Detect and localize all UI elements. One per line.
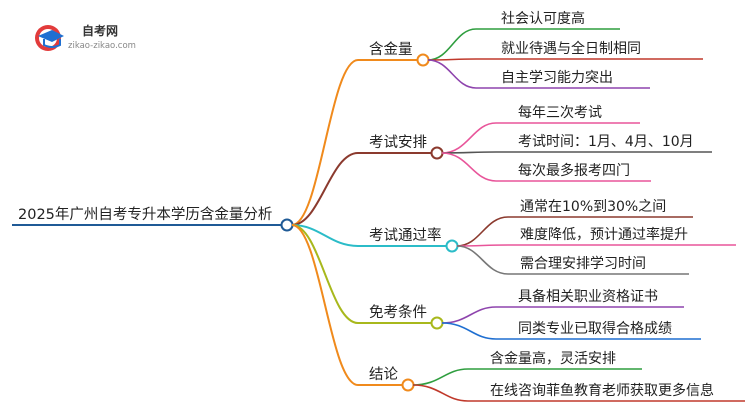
root-label: 2025年广州自考专升本学历含金量分析 [18,206,272,223]
root-node: 2025年广州自考专升本学历含金量分析 [12,206,294,232]
leaf-label: 考试时间：1月、4月、10月 [518,134,694,150]
leaf-item: 每年三次考试 [441,105,640,154]
branch-curve [291,59,359,226]
leaf-curve [441,306,497,324]
branch-connector-dot [416,53,430,67]
branch-node: 结论 含金量高，灵活安排 在线咨询菲鱼教育老师获取更多信息 [291,224,745,402]
leaf-item: 需合理安排学习时间 [456,245,689,275]
leaf-label: 难度降低，预计通过率提升 [520,226,688,243]
leaf-curve [456,244,509,247]
branch-node: 免考条件 具备相关职业资格证书 同类专业已取得合格成绩 [291,224,701,340]
leaf-item: 考试时间：1月、4月、10月 [441,134,712,154]
leaf-label: 需合理安排学习时间 [520,256,646,272]
leaf-item: 就业待遇与全日制相同 [427,40,703,61]
leaf-curve [441,122,497,154]
leaf-label: 含金量高，灵活安排 [490,350,616,367]
leaf-label: 同类专业已取得合格成绩 [518,320,672,337]
brand-url: zikao-zikao.com [68,41,136,51]
leaf-item: 在线咨询菲鱼教育老师获取更多信息 [412,382,745,402]
leaf-curve [427,59,477,89]
leaf-label: 社会认可度高 [501,10,585,27]
branch-curve [291,152,359,226]
branch-connector-dot [430,146,444,160]
graduation-cap-icon [35,25,64,51]
branch-node: 考试通过率 通常在10%到30%之间 难度降低，预计通过率提升 需合理安排学习时… [291,199,736,275]
leaf-label: 自主学习能力突出 [501,70,613,86]
branch-label: 结论 [369,366,398,383]
leaf-curve [427,28,477,61]
branch-connector-dot [445,239,459,253]
branch-connector-dot [430,316,444,330]
leaf-curve [441,322,497,340]
brand-name: 自考网 [82,23,118,38]
branch-label: 考试通过率 [369,227,442,244]
branch-node: 含金量 社会认可度高 就业待遇与全日制相同 自主学习能力突出 [291,10,703,226]
branch-curve [291,224,359,324]
leaf-label: 具备相关职业资格证书 [518,288,658,305]
branch-label: 含金量 [369,41,413,58]
branch-label: 免考条件 [369,304,427,321]
leaf-curve [412,368,469,386]
leaf-curve [412,384,469,402]
leaf-curve [441,152,497,182]
branch-label: 考试安排 [369,134,427,151]
leaf-curve [456,216,509,247]
leaf-item: 每次最多报考四门 [441,152,651,182]
leaf-item: 自主学习能力突出 [427,59,650,89]
brand-logo: 自考网 zikao-zikao.com [35,23,136,51]
branch-node: 考试安排 每年三次考试 考试时间：1月、4月、10月 每次最多报考四门 [291,105,712,226]
leaf-label: 每次最多报考四门 [518,162,630,179]
leaf-item: 同类专业已取得合格成绩 [441,320,701,340]
leaf-label: 通常在10%到30%之间 [520,199,666,215]
leaf-item: 难度降低，预计通过率提升 [456,226,736,247]
leaf-item: 含金量高，灵活安排 [412,350,642,386]
root-connector-dot [280,218,294,232]
branch-curve [291,224,359,386]
branch-connector-dot [401,378,415,392]
leaf-item: 通常在10%到30%之间 [456,199,693,247]
leaf-label: 就业待遇与全日制相同 [501,40,641,57]
leaf-item: 社会认可度高 [427,10,620,61]
leaf-item: 具备相关职业资格证书 [441,288,684,324]
branch-curve [291,224,359,247]
leaf-label: 在线咨询菲鱼教育老师获取更多信息 [490,382,714,399]
leaf-label: 每年三次考试 [518,105,602,121]
leaf-curve [456,245,509,275]
